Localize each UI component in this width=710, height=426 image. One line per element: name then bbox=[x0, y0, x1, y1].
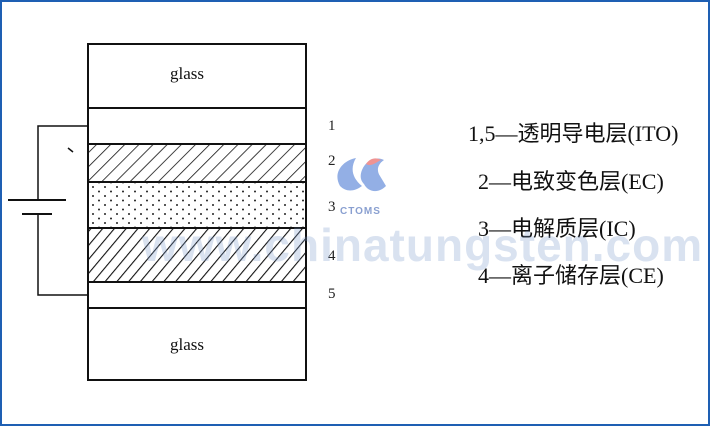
glass-top-layer bbox=[87, 43, 307, 109]
glass-bottom-layer bbox=[87, 307, 307, 381]
ce-layer bbox=[87, 227, 307, 283]
ito-layer-5 bbox=[87, 281, 307, 309]
layer-number-5: 5 bbox=[328, 286, 336, 302]
circuit-wire bbox=[37, 125, 88, 296]
legend-item-ce: 4—离子储存层(CE) bbox=[478, 263, 664, 288]
legend-item-ito: 1,5—透明导电层(ITO) bbox=[468, 121, 679, 146]
layer-number-4: 4 bbox=[328, 248, 336, 264]
legend-item-ic: 3—电解质层(IC) bbox=[478, 216, 636, 241]
battery-icon bbox=[8, 199, 66, 215]
ito-layer-1 bbox=[87, 107, 307, 145]
ctoms-logo-icon bbox=[337, 158, 386, 192]
layer-number-1: 1 bbox=[328, 118, 336, 134]
legend-item-ec: 2—电致变色层(EC) bbox=[478, 169, 664, 194]
layer-number-3: 3 bbox=[328, 199, 336, 215]
ec-layer bbox=[87, 143, 307, 183]
watermark-logo-text: CTOMS bbox=[340, 206, 381, 217]
glass-bottom-label: glass bbox=[170, 335, 204, 354]
layer-number-2: 2 bbox=[328, 153, 336, 169]
glass-top-label: glass bbox=[170, 64, 204, 83]
watermark-url: www.chinatungsten.com bbox=[142, 219, 704, 271]
tick-mark bbox=[67, 147, 74, 153]
